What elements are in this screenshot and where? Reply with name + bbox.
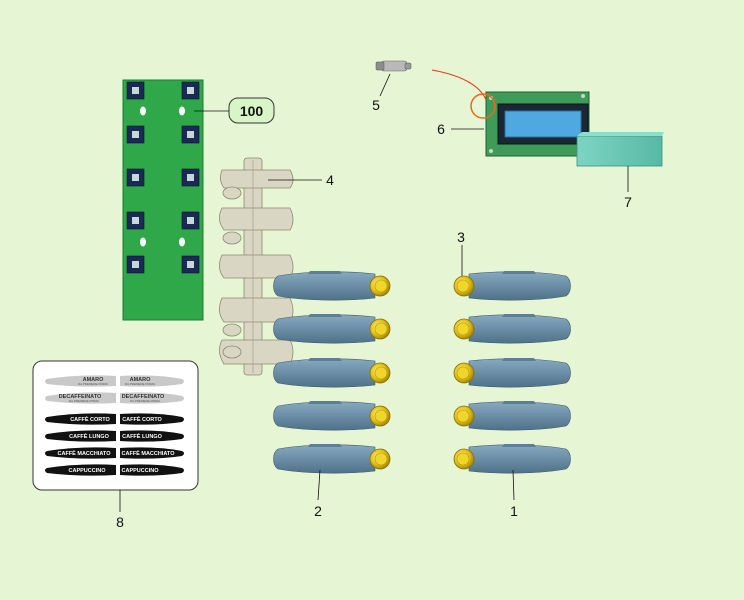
button-cap — [273, 270, 391, 301]
button-cap — [273, 400, 391, 431]
callout-8: 8 — [116, 514, 124, 530]
label-macchiato-left: CAFFÈ MACCHIATO — [58, 449, 112, 457]
label-corto-right: CAFFÈ CORTO — [122, 415, 162, 423]
button-cap — [453, 270, 571, 301]
leader-line-5 — [379, 73, 391, 97]
button-cap — [453, 400, 571, 431]
button-holder-frame — [219, 157, 294, 376]
label-lungo-right: CAFFÈ LUNGO — [122, 432, 162, 440]
small-cylinder-part — [375, 60, 412, 72]
button-cap — [453, 313, 571, 344]
callout-7: 7 — [624, 194, 632, 210]
label-decaf-sub-left: DA PREMERE PRIMA — [69, 399, 99, 403]
leader-line-2 — [317, 469, 321, 501]
label-decaf-sub-right: DA PREMERE PRIMA — [130, 399, 160, 403]
label-sheet: AMARO DA PREMERE PRIMA AMARO DA PREMERE … — [45, 375, 184, 476]
label-amaro-sub-right: DA PREMERE PRIMA — [125, 382, 155, 386]
display-board — [485, 91, 590, 157]
callout-6: 6 — [437, 121, 445, 137]
leader-line-1 — [512, 469, 515, 501]
label-cappuccino-left: CAPPUCCINO — [69, 468, 107, 474]
callout-1: 1 — [510, 503, 518, 519]
label-amaro-right: AMARO — [130, 377, 151, 383]
callout-bubble-100 — [228, 97, 275, 124]
button-cap — [273, 443, 391, 474]
label-decaf-left: DECAFFEINATO — [59, 394, 102, 400]
label-amaro-sub-left: DA PREMERE PRIMA — [78, 382, 108, 386]
callout-3: 3 — [457, 229, 465, 245]
pcb-board — [122, 79, 204, 321]
ribbon-wire — [431, 69, 487, 101]
callout-100: 100 — [240, 103, 264, 119]
button-column-right — [453, 270, 571, 474]
highlight-circle — [470, 93, 496, 119]
callout-2: 2 — [314, 503, 322, 519]
button-cap — [273, 313, 391, 344]
button-cap — [453, 443, 571, 474]
label-decaf-right: DECAFFEINATO — [122, 394, 165, 400]
display-cover — [576, 132, 664, 167]
label-cappuccino-right: CAPPUCCINO — [122, 468, 160, 474]
callout-5: 5 — [372, 97, 380, 113]
label-corto-left: CAFFÈ CORTO — [70, 415, 110, 423]
label-macchiato-right: CAFFÈ MACCHIATO — [122, 449, 176, 457]
button-cap — [273, 357, 391, 388]
callout-4: 4 — [326, 172, 334, 188]
label-lungo-left: CAFFÈ LUNGO — [69, 432, 109, 440]
label-amaro-left: AMARO — [83, 377, 104, 383]
button-cap — [453, 357, 571, 388]
